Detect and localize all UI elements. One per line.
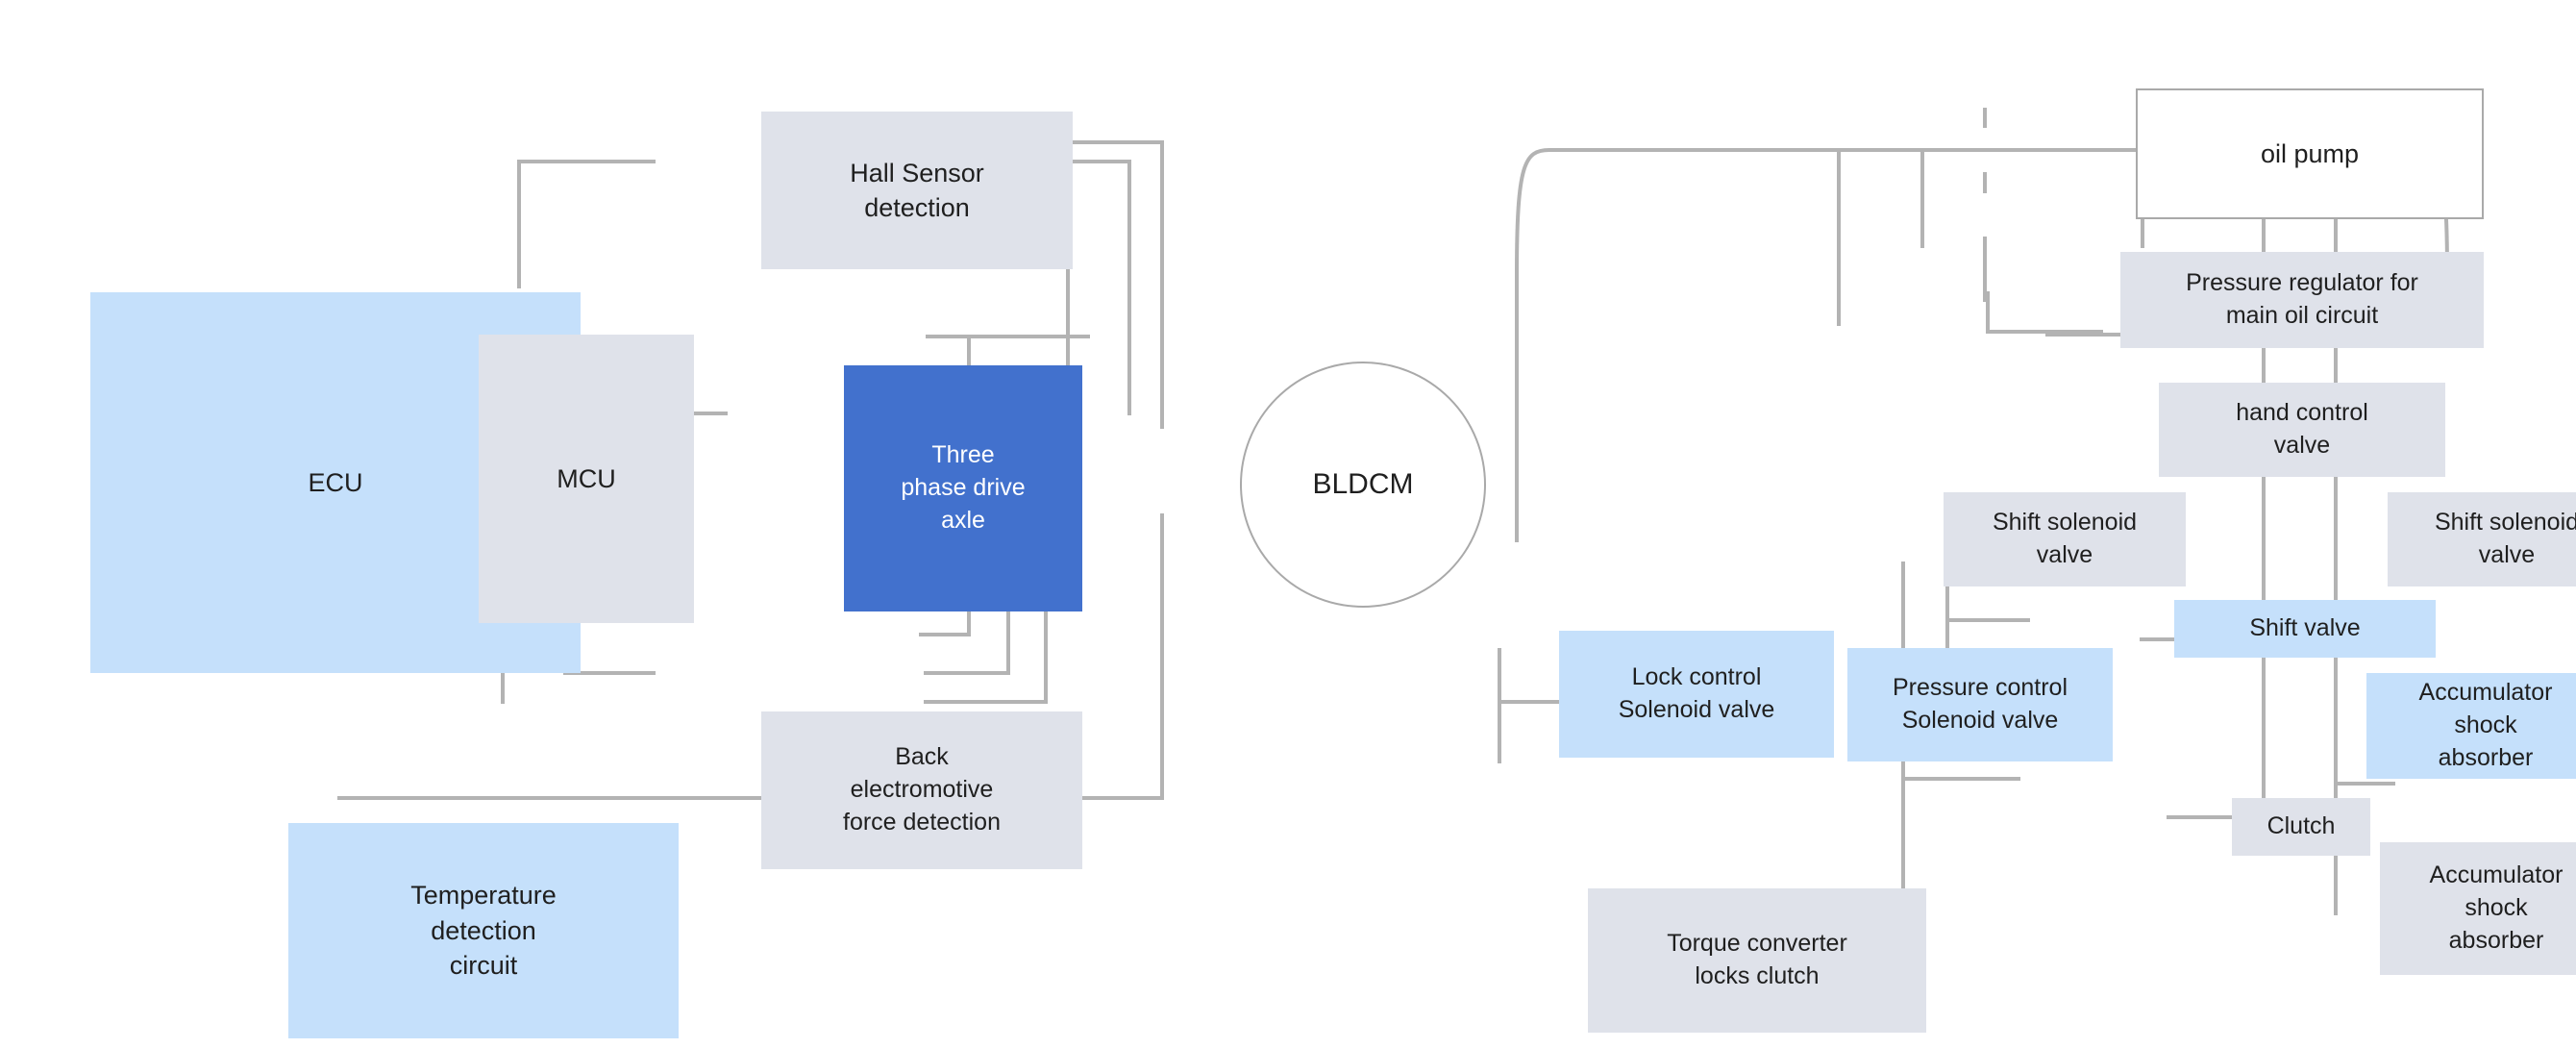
node-label: oil pump [2260,138,2360,168]
wire-shiftsol-left-shiftvalve [1986,291,2103,334]
node-label: Hall Sensor detection [850,158,984,222]
node-pressure-control-solenoid-valve[interactable]: Pressure control Solenoid valve [1847,648,2113,761]
node-shift-solenoid-valve-right[interactable]: Shift solenoid valve [2388,492,2576,586]
node-oil-pump[interactable]: oil pump [2136,88,2484,219]
node-hand-control-valve[interactable]: hand control valve [2159,383,2445,477]
node-accumulator-shock-absorber-2[interactable]: Accumulator shock absorber [2380,842,2576,975]
node-three-phase-drive-axle[interactable]: Three phase drive axle [844,365,1082,611]
node-label: Pressure regulator for main oil circuit [2186,269,2418,329]
node-label: Shift solenoid valve [1992,509,2138,568]
node-label: Back electromotive force detection [843,743,1001,836]
node-hall-sensor-detection[interactable]: Hall Sensor detection [761,112,1073,269]
node-label: Accumulator shock absorber [2429,861,2564,954]
node-accumulator-shock-absorber-1[interactable]: Accumulator shock absorber [2366,673,2576,779]
node-back-emf-detection[interactable]: Back electromotive force detection [761,711,1082,869]
node-label: Shift solenoid valve [2434,509,2576,568]
node-label: Three phase drive axle [901,441,1026,534]
wire-mcu-hall [517,160,656,288]
node-shift-valve[interactable]: Shift valve [2174,600,2436,658]
node-label: hand control valve [2236,399,2368,459]
node-lock-control-solenoid-valve[interactable]: Lock control Solenoid valve [1559,631,1834,758]
node-label: Lock control Solenoid valve [1618,663,1775,723]
node-pressure-regulator-main-oil-circuit[interactable]: Pressure regulator for main oil circuit [2120,252,2484,348]
node-bldcm[interactable]: BLDCM [1240,362,1486,608]
node-label: Torque converter locks clutch [1667,930,1847,989]
node-torque-converter-locks-clutch[interactable]: Torque converter locks clutch [1588,888,1926,1033]
node-clutch[interactable]: Clutch [2232,798,2370,856]
wire-shiftsol-right-shiftvalve [2045,291,2130,337]
node-label: Clutch [2266,812,2336,840]
node-label: Accumulator shock absorber [2418,679,2553,771]
node-label: Temperature detection circuit [410,881,557,981]
node-label: MCU [557,463,616,493]
node-label: Pressure control Solenoid valve [1892,674,2068,734]
node-mcu[interactable]: MCU [479,335,694,623]
node-label: ECU [308,467,363,497]
node-temperature-detection-circuit[interactable]: Temperature detection circuit [288,823,679,1038]
node-shift-solenoid-valve-left[interactable]: Shift solenoid valve [1944,492,2186,586]
node-label: Shift valve [2249,614,2361,642]
node-label: BLDCM [1312,467,1414,500]
